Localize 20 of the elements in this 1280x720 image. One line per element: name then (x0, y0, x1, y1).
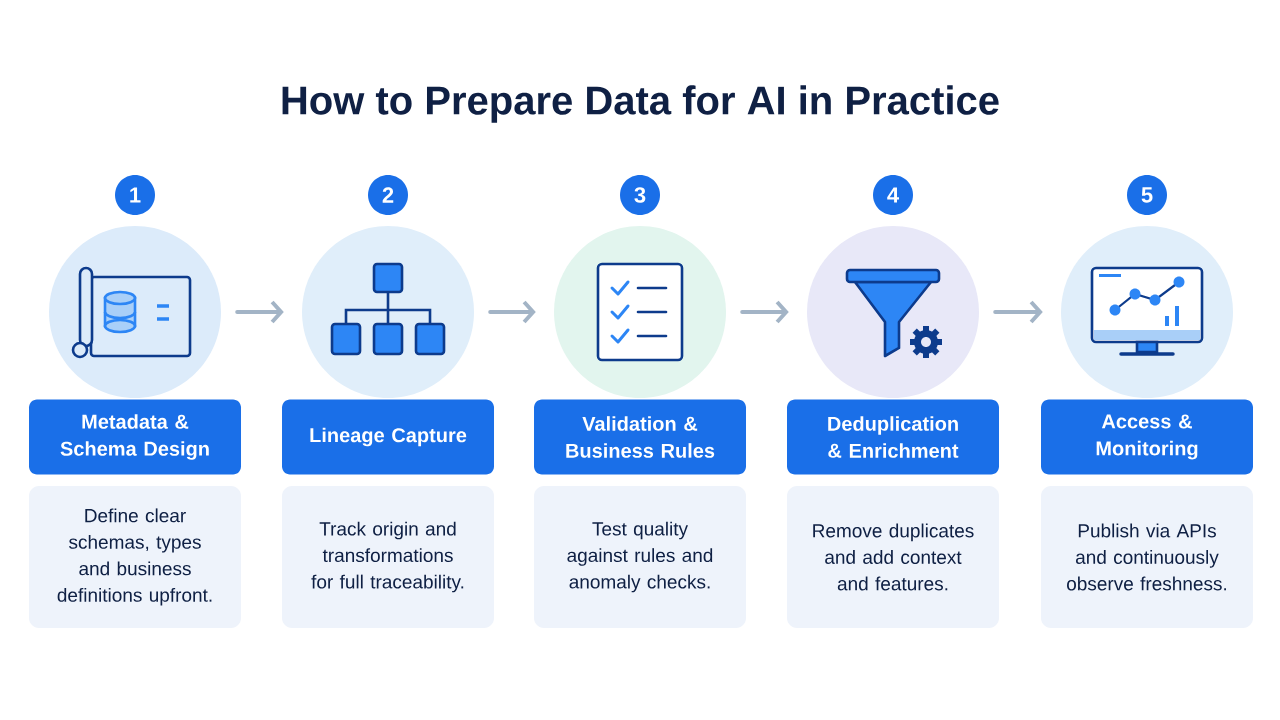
step-heading: Deduplication & Enrichment (787, 399, 999, 475)
step-heading: Lineage Capture (282, 399, 494, 475)
description-card: Publish via APIs and continuously observe freshness. (1041, 486, 1253, 628)
description-card: Remove duplicates and add context and features. (787, 486, 999, 628)
title: How to Prepare Data for AI in Practice (282, 85, 999, 123)
step-number: 1 (115, 175, 155, 215)
arrow (235, 300, 284, 324)
arrow (740, 300, 789, 324)
description-card: Test quality against rules and anomaly checks. (534, 486, 746, 628)
step-number: 4 (873, 175, 913, 215)
step-heading: Metadata & Schema Design (29, 399, 241, 475)
arrow (993, 300, 1043, 324)
step-number: 2 (368, 175, 408, 215)
step-heading: Access & Monitoring (1041, 399, 1253, 475)
step-number: 5 (1127, 175, 1167, 215)
step-number: 3 (620, 175, 660, 215)
description-card: Track origin and transformations for full traceability. (282, 486, 494, 628)
description-card: Define clear schemas, types and business definitions upfront. (29, 486, 241, 628)
arrow (488, 300, 536, 324)
step-heading: Validation & Business Rules (534, 399, 746, 475)
